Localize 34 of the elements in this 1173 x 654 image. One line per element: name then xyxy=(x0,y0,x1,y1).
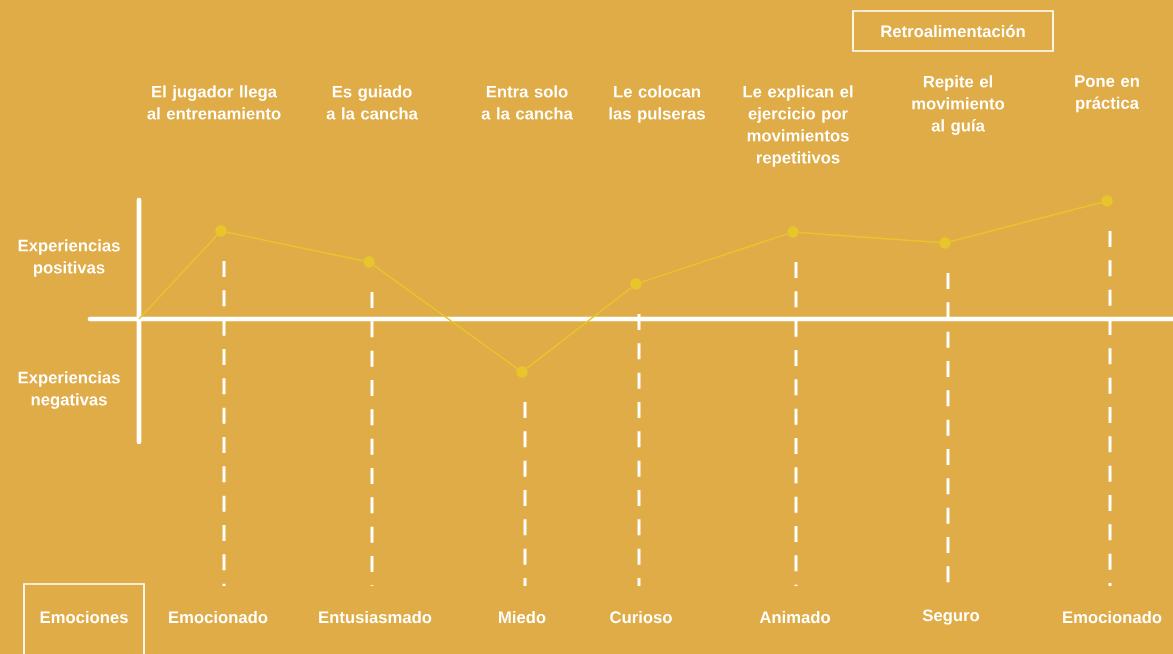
curve-line xyxy=(373,264,518,370)
step-text: Entra solo a la cancha xyxy=(481,85,573,120)
node-label: Emociones xyxy=(40,610,128,624)
curve-line xyxy=(640,233,789,283)
emotion-text: Emocionado xyxy=(169,610,268,624)
emotion-text: Seguro xyxy=(922,609,980,625)
node-label: Retroalimentación xyxy=(881,24,1025,38)
emotion-text: Curioso xyxy=(610,610,672,624)
curve-line xyxy=(525,286,633,370)
curve-line xyxy=(138,234,218,320)
emotion-text: Animado xyxy=(759,610,830,624)
step-text: Repite el movimiento al guía xyxy=(912,75,1005,135)
curve-point xyxy=(630,278,642,290)
step-text: Es guiado a la cancha xyxy=(326,85,418,120)
curve-point xyxy=(215,225,227,237)
emotion-text: Miedo xyxy=(499,610,546,624)
curve-point xyxy=(939,237,951,249)
curve-line xyxy=(798,231,940,244)
curve-point xyxy=(1101,195,1113,207)
step-text: Le explican el ejercicio por movimientos repetitivos xyxy=(743,85,853,167)
curve-line xyxy=(950,201,1102,243)
emotion-text: Emocionado xyxy=(1063,610,1162,624)
feedback-box xyxy=(852,10,1054,52)
axis-label: Experiencias negativas xyxy=(18,371,120,409)
curve-point xyxy=(787,226,799,238)
curve-point xyxy=(516,366,528,378)
step-text: Le colocan las pulseras xyxy=(609,85,705,123)
curve-point xyxy=(363,256,375,268)
step-text: El jugador llega al entrenamiento xyxy=(147,85,281,120)
curve-line xyxy=(226,231,364,262)
axis-label: Experiencias positivas xyxy=(18,239,120,277)
step-text: Pone en práctica xyxy=(1075,75,1140,113)
emotions-box xyxy=(23,583,145,654)
emotion-text: Entusiasmado xyxy=(319,610,432,624)
